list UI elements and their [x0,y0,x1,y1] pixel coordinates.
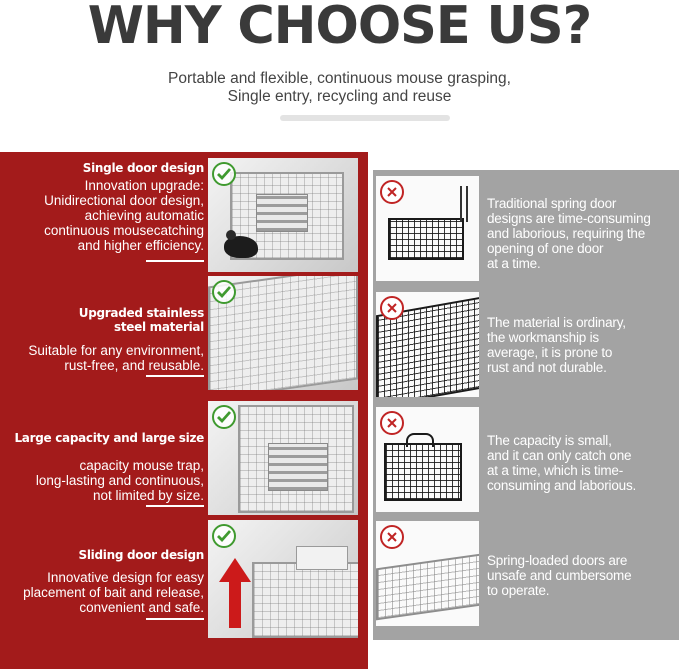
drawback-text: The material is ordinary, the workmanshi… [487,315,677,375]
check-icon [212,280,236,304]
gray-cage-graphic [376,553,479,621]
ordinary-material-trap-photo [376,292,479,397]
advantage-line: Innovative design for easy [47,570,204,585]
drawback-line: designs are time-consuming [487,211,651,226]
single-door-trap-photo [208,158,358,272]
check-icon [212,524,236,548]
spring-door-trap-photo [376,176,479,281]
check-icon [212,405,236,429]
drawback-line: The material is ordinary, [487,315,626,330]
advantage-line: rust-free, and reusable. [64,358,204,373]
trap-door-graphic [256,194,308,232]
trap-door-graphic [268,443,328,491]
drawback-text: Spring-loaded doors are unsafe and cumbe… [487,553,677,598]
advantage-title: Single door design [82,161,205,175]
advantage-title-line: Upgraded stainless [78,306,205,320]
cross-icon [380,411,404,435]
advantage-body: Innovation upgrade: Unidirectional door … [0,178,204,253]
trap-cage-graphic [252,562,358,638]
drawback-line: and laborious, requiring the [487,226,646,241]
subtitle-divider [280,115,450,121]
advantage-line: placement of bait and release, [23,585,204,600]
drawback-line: Traditional spring door [487,196,617,211]
advantage-underline [146,618,204,620]
advantage-title: Sliding door design [78,548,205,562]
drawback-line: opening of one door [487,241,604,256]
drawback-line: and it can only catch one [487,448,632,463]
headline: WHY CHOOSE US? [87,0,592,56]
cross-icon [380,525,404,549]
advantage-underline [146,260,204,262]
drawback-text: Traditional spring door designs are time… [487,196,677,271]
subtitle-line-1: Portable and flexible, continuous mouse … [168,70,511,87]
advantage-body: Suitable for any environment, rust-free,… [0,343,204,373]
advantage-line: convenient and safe. [79,600,204,615]
stainless-steel-mesh-photo [208,276,358,390]
black-cage-graphic [384,443,462,501]
drawback-text: The capacity is small, and it can only c… [487,433,677,493]
drawback-line: unsafe and cumbersome [487,568,632,583]
drawback-line: Spring-loaded doors are [487,553,628,568]
drawback-line: average, it is prone to [487,345,613,360]
large-capacity-trap-photo [208,401,358,515]
spring-rod-graphic [460,186,462,222]
advantage-line: achieving automatic [84,208,204,223]
advantage-line: Suitable for any environment, [28,343,204,358]
drawback-line: at a time, which is time- [487,463,624,478]
small-capacity-trap-photo [376,407,479,512]
advantage-line: Innovation upgrade: [84,178,204,193]
up-arrow-icon [219,558,251,582]
sliding-door-graphic [296,546,348,570]
black-cage-graphic [388,218,464,260]
drawback-line: rust and not durable. [487,360,607,375]
drawback-line: The capacity is small, [487,433,612,448]
advantage-body: Innovative design for easy placement of … [0,570,204,615]
advantage-line: Unidirectional door design, [44,193,204,208]
advantage-body: capacity mouse trap, long-lasting and co… [0,458,204,503]
advantage-line: capacity mouse trap, [79,458,204,473]
spring-loaded-trap-photo [376,521,479,626]
advantage-title: Upgraded stainless steel material [4,306,205,334]
subtitle-line-2: Single entry, recycling and reuse [227,88,452,105]
drawback-line: at a time. [487,256,541,271]
advantage-line: long-lasting and continuous, [35,473,204,488]
cage-handle-graphic [406,433,434,447]
advantage-title: Large capacity and large size [14,431,204,445]
cross-icon [380,296,404,320]
advantage-underline [146,375,204,377]
mouse-graphic [224,230,258,258]
drawback-line: consuming and laborious. [487,478,637,493]
advantage-underline [146,505,204,507]
subtitle: Portable and flexible, continuous mouse … [0,70,679,106]
drawback-line: to operate. [487,583,550,598]
advantage-line: continuous mousecatching [44,223,204,238]
cross-icon [380,180,404,204]
drawback-line: the workmanship is [487,330,599,345]
advantage-title-line: steel material [114,320,204,334]
spring-rod-graphic [466,186,468,222]
up-arrow-shaft [229,580,241,628]
sliding-door-trap-photo [208,520,358,638]
check-icon [212,162,236,186]
advantage-line: and higher efficiency. [77,238,204,253]
advantage-line: not limited by size. [92,488,204,503]
